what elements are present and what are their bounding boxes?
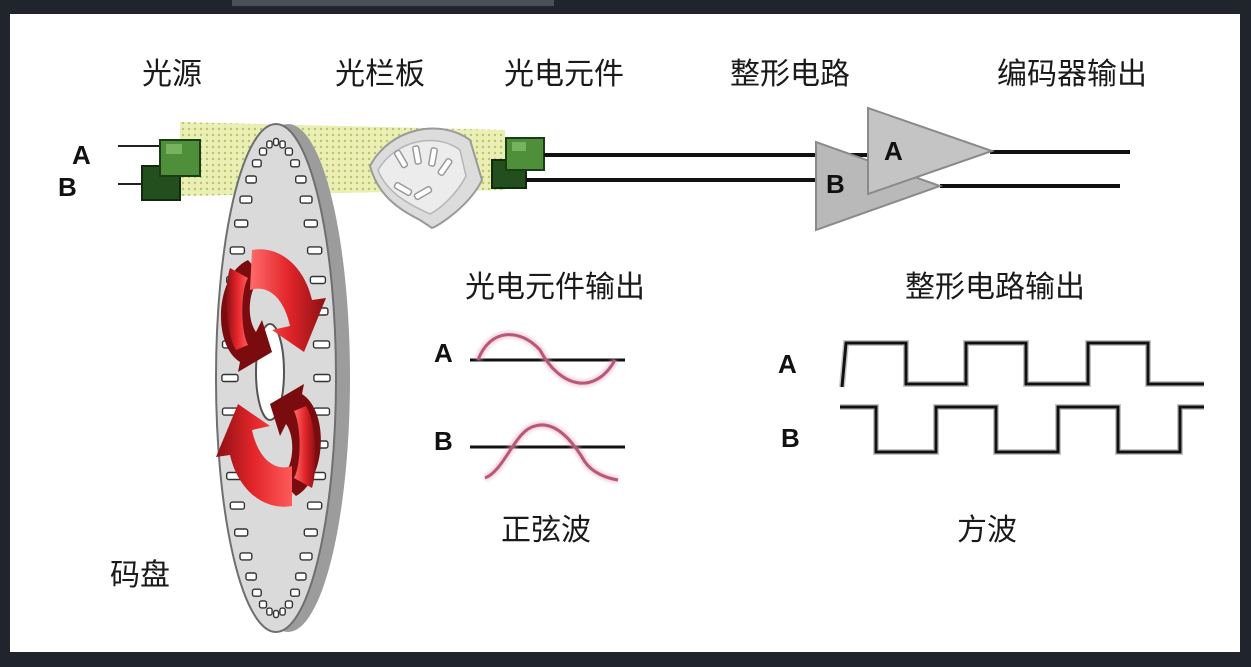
sine-label-b: B [434, 426, 453, 456]
gate-label-a: A [884, 136, 903, 166]
disc-slot [229, 246, 246, 255]
disc-slot [266, 140, 273, 149]
label-square-wave: 方波 [957, 513, 1017, 548]
disc-slot [279, 140, 286, 149]
disc-slot [284, 600, 294, 609]
disc-slot [306, 501, 323, 510]
disc-slot [299, 552, 313, 561]
frame-left [0, 0, 10, 667]
disc-slot [239, 195, 253, 204]
disc-slot [279, 607, 286, 616]
disc-slot [295, 572, 307, 581]
disc-slot [284, 147, 294, 156]
square-waves: A B [778, 340, 1204, 455]
label-sine-wave: 正弦波 [501, 513, 591, 548]
photo-elements [491, 137, 545, 189]
disc-slot [258, 600, 268, 609]
label-grating: 光栏板 [335, 57, 425, 92]
square-wave-b [840, 405, 1204, 454]
disc-slot [258, 147, 268, 156]
frame-right [1240, 0, 1251, 667]
label-encoder-output: 编码器输出 [997, 57, 1147, 92]
disc-slot [303, 528, 318, 537]
disc-slot [312, 340, 331, 349]
label-photo-output: 光电元件输出 [465, 270, 645, 305]
disc-slot [233, 219, 249, 228]
disc-slot [295, 175, 307, 184]
sine-wave-a [476, 333, 617, 385]
code-disc [215, 123, 350, 633]
disc-slot [313, 373, 331, 383]
gate-label-b: B [826, 169, 845, 199]
sine-label-a: A [434, 338, 453, 368]
disc-slot [299, 195, 313, 204]
square-label-b: B [781, 423, 800, 453]
square-label-a: A [778, 349, 797, 379]
disc-slot [290, 588, 301, 597]
sine-waves: A B [434, 331, 625, 484]
label-shaping-circuit: 整形电路 [730, 57, 850, 92]
label-code-disc: 码盘 [110, 558, 170, 593]
grating-plate [368, 127, 484, 230]
disc-slot [239, 552, 253, 561]
square-wave-a [840, 341, 1204, 388]
disc-slot [221, 373, 239, 383]
label-shaping-output: 整形电路输出 [905, 270, 1085, 305]
rotation-arrows [216, 249, 326, 507]
frame-tab [232, 0, 554, 6]
frame-bottom [0, 652, 1251, 667]
frame-top [0, 0, 1251, 14]
disc-slot [272, 137, 280, 147]
disc-slot [272, 609, 280, 619]
disc-slot [266, 607, 273, 616]
shaping-gates: A B [815, 106, 996, 232]
disc-slot [245, 572, 258, 581]
source-label-b: B [58, 172, 77, 202]
source-label-a: A [72, 140, 91, 170]
label-light-source: 光源 [142, 57, 202, 92]
label-photo-element: 光电元件 [504, 57, 624, 92]
light-source-leds: A B [58, 139, 201, 202]
disc-slot [233, 528, 249, 537]
disc-slot [306, 246, 323, 255]
disc-slot [229, 501, 246, 510]
disc-slot [303, 219, 318, 228]
disc-slot [251, 588, 262, 597]
sine-wave-b [484, 423, 619, 482]
disc-slot [309, 275, 327, 285]
gate-a-icon [867, 106, 996, 196]
disc-slot [290, 159, 301, 168]
disc-slot [251, 159, 262, 168]
disc-slot [245, 175, 258, 184]
